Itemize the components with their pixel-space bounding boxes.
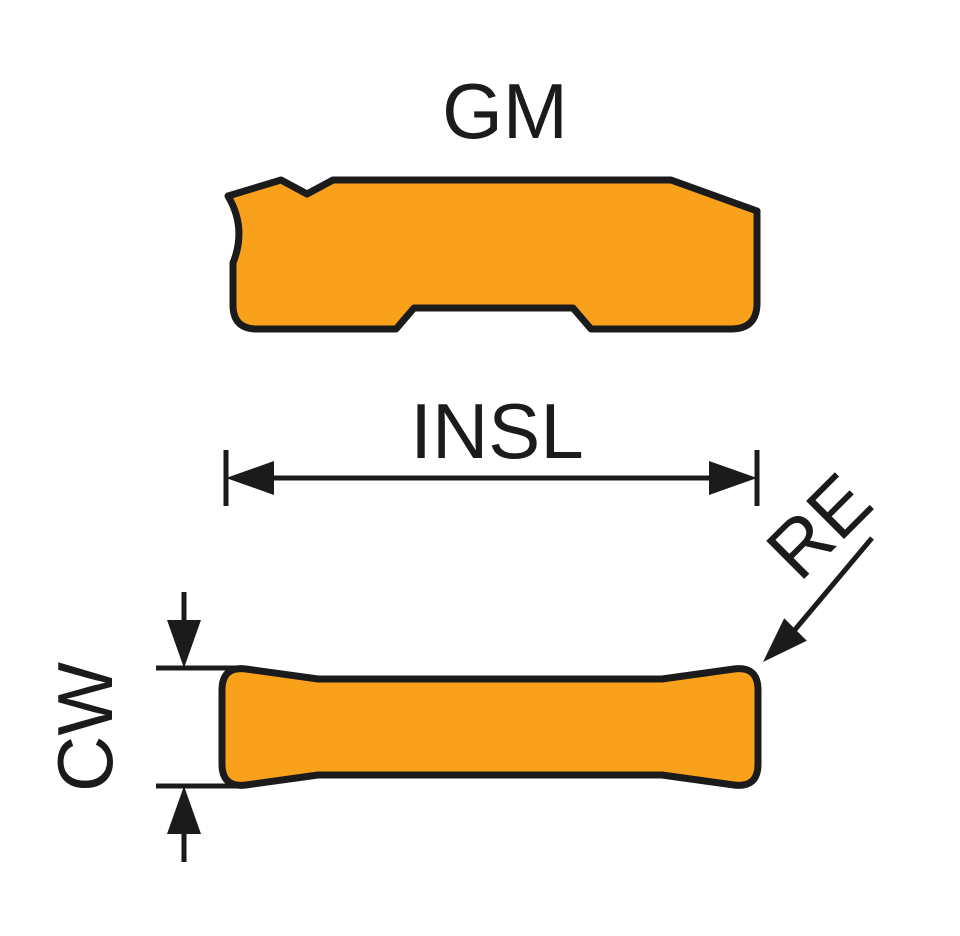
insl-arrowhead-right bbox=[709, 461, 757, 495]
cw-arrowhead-top bbox=[167, 620, 201, 668]
insl-arrowhead-left bbox=[226, 461, 274, 495]
re-leader-line bbox=[791, 536, 874, 634]
insert-top-view-shape bbox=[218, 665, 762, 789]
geometry-title: GM bbox=[442, 67, 568, 155]
re-label: RE bbox=[749, 456, 888, 595]
cw-label: CW bbox=[41, 662, 129, 792]
re-annotation: RE bbox=[749, 456, 888, 662]
insl-dimension: INSL bbox=[223, 387, 760, 506]
cw-arrowhead-bottom bbox=[167, 786, 201, 834]
re-arrowhead bbox=[763, 618, 807, 662]
insl-label: INSL bbox=[410, 387, 583, 475]
insert-side-view-shape bbox=[224, 176, 761, 333]
insert-top-view bbox=[218, 665, 762, 789]
insert-side-view bbox=[224, 176, 761, 333]
cw-dimension: CW bbox=[41, 592, 246, 862]
